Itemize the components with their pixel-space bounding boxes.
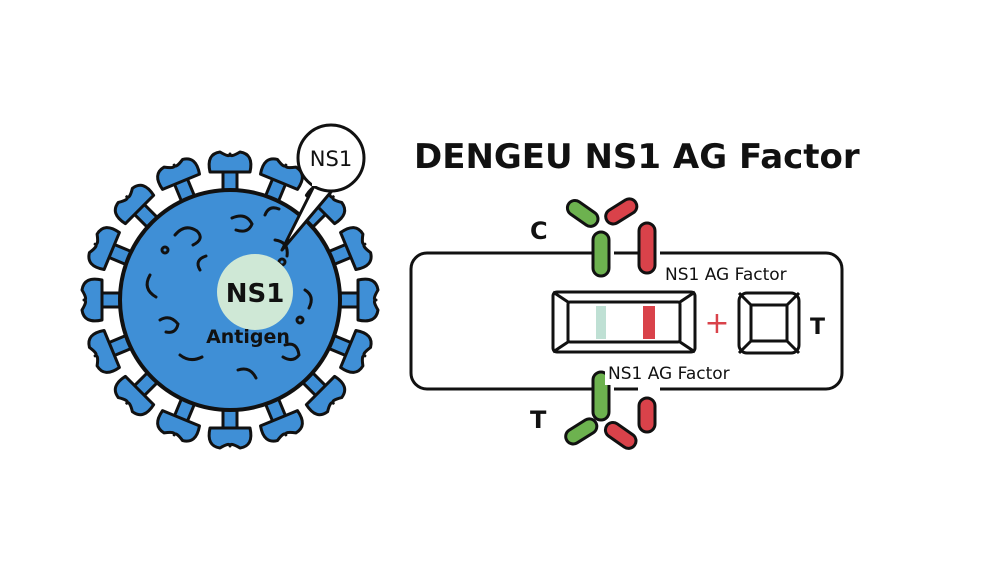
dengue-virus: NS1 Antigen NS1 [80, 123, 380, 450]
control-band [596, 306, 606, 339]
antibodies-top [565, 197, 657, 278]
antibody-red-top-right [604, 197, 639, 226]
test-band [643, 306, 655, 339]
antibody-red-bottom-vertical [637, 396, 657, 434]
label-t-bottom: T [530, 406, 547, 434]
result-window [551, 290, 697, 354]
label-c: C [530, 217, 548, 245]
antigen-core [217, 254, 293, 330]
antibody-green-bottom-left [564, 417, 599, 446]
virus-antigen-label: Antigen [206, 326, 290, 348]
label-ag-top: NS1 AG Factor [665, 265, 787, 285]
rapid-test-device: + T C [409, 197, 844, 450]
callout-label: NS1 [310, 147, 352, 171]
plus-sign: + [704, 306, 729, 341]
virus-surface-pattern [145, 206, 313, 380]
antibody-red-bottom-right [603, 420, 638, 450]
label-ag-bottom: NS1 AG Factor [608, 364, 730, 384]
sample-well [737, 291, 801, 355]
label-t-right: T [810, 315, 825, 340]
antibody-red-top-vertical [637, 221, 657, 275]
antibody-green-top-left [565, 198, 600, 228]
diagram-title: DENGEU NS1 AG Factor [414, 137, 860, 177]
virus-center-label: NS1 [226, 279, 285, 309]
antibody-green-top-vertical [591, 230, 611, 278]
ns1-callout: NS1 [280, 123, 366, 252]
